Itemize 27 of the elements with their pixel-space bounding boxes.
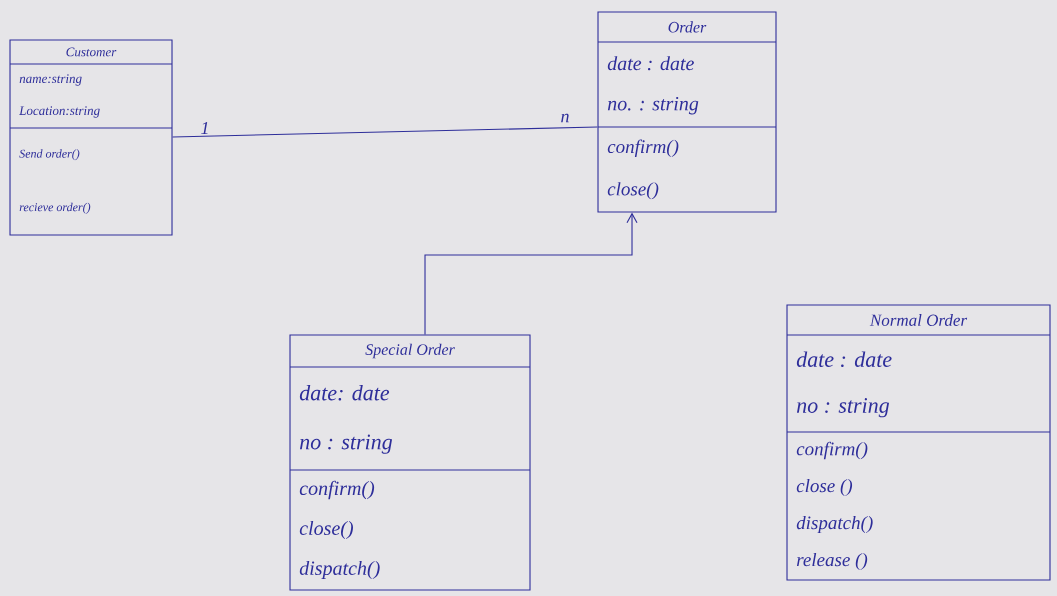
method-text: close(): [299, 520, 353, 540]
method-text: close (): [796, 478, 853, 497]
attribute-text: Location:string: [19, 106, 100, 118]
attribute-text: no : string: [797, 398, 890, 418]
class-name: Special Order: [365, 343, 455, 359]
method-text: Send order(): [19, 149, 80, 161]
method-text: confirm(): [299, 480, 375, 500]
attribute-text: date: date: [299, 384, 390, 401]
class-name: Normal Order: [869, 314, 968, 326]
arrow: [424, 212, 638, 335]
attribute-text: no. : string: [607, 97, 699, 115]
attribute-text: date : date: [796, 351, 892, 368]
method-text: dispatch(): [796, 515, 873, 534]
attribute-text: name:string: [19, 74, 82, 86]
method-text: confirm(): [607, 139, 679, 157]
method-text: confirm(): [796, 441, 868, 460]
method-text: recieve order(): [19, 202, 91, 214]
connector-line: [172, 126, 598, 138]
method-text: release (): [796, 552, 868, 571]
multiplicity-label: 1: [201, 122, 208, 134]
class-name: Customer: [66, 47, 117, 57]
method-text: dispatch(): [299, 560, 380, 580]
attribute-text: date : date: [607, 56, 694, 71]
attribute-text: no : string: [300, 434, 393, 454]
multiplicity-label: n: [561, 113, 569, 123]
class-name: Order: [668, 21, 707, 33]
method-text: close(): [607, 182, 659, 200]
